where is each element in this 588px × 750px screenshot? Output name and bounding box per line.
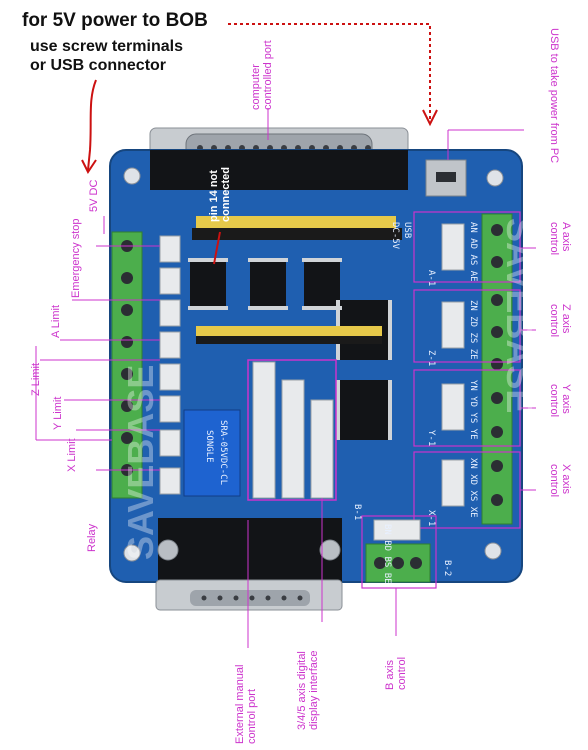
label-emergency-stop: Emergency stop: [70, 218, 82, 298]
header-line-1: for 5V power to BOB: [22, 10, 208, 31]
label-manual-port: External manual control port: [234, 664, 258, 745]
label-display-interface: 3/4/5 axis digital display interface: [296, 650, 320, 731]
watermark-right: SAVEBASE: [499, 218, 540, 414]
watermark-left: SAVEBASE: [120, 364, 161, 560]
label-z-axis: Z axis control: [548, 304, 572, 338]
silk-a1: A-1: [426, 270, 436, 287]
silk-dc5v: DC-5V: [390, 222, 400, 250]
label-pin14: pin 14 not connected: [208, 166, 232, 222]
relay-body: [183, 409, 241, 497]
label-y-axis: Y axis control: [548, 384, 572, 418]
silk-usb: USB: [402, 222, 412, 239]
label-z-limit: Z Limit: [30, 363, 42, 396]
silk-z1: Z-1: [426, 350, 436, 367]
label-a-axis: A axis control: [548, 222, 572, 256]
silk-y1: Y-1: [426, 430, 436, 447]
header-line-3: or USB connector: [30, 57, 167, 74]
header-line-2: use screw terminals: [30, 38, 183, 55]
leader-lines: [35, 108, 536, 648]
silk-a-row: AN AD AS AE: [468, 222, 478, 282]
silk-relay-model: SRA-05VDC-CL: [218, 420, 228, 486]
pin-header-top: [192, 216, 402, 240]
left-terminal-block: [111, 231, 143, 499]
silk-y-row: YN YD YS YE: [468, 380, 478, 440]
silk-relay-brand: SONGLE: [204, 430, 214, 463]
pin14-pointer: [213, 231, 221, 265]
usb-connector: [425, 159, 467, 197]
label-usb-power: USB to take power from PC: [548, 28, 560, 164]
silk-b-row: BN BD BS BE: [382, 524, 392, 584]
db15-connector: [155, 518, 343, 611]
display-highlight: [247, 359, 337, 501]
right-arrow-head: [422, 109, 438, 127]
display-connectors: [252, 361, 334, 499]
silk-b1: B-1: [352, 504, 362, 521]
pin-header-mid: [196, 326, 382, 336]
label-x-axis: X axis control: [548, 464, 572, 498]
silk-b2: B-2: [442, 560, 452, 577]
silk-z-row: ZN ZD ZS ZE: [468, 300, 478, 360]
label-a-limit: A Limit: [50, 304, 62, 338]
right-header-pins: [441, 223, 465, 507]
db25-body: [150, 150, 408, 190]
power-arrows: [81, 23, 438, 174]
right-terminal-block: [481, 213, 513, 525]
silk-x-row: XN XD XS XE: [468, 458, 478, 518]
left-header-pins: [159, 235, 181, 495]
label-x-limit: X Limit: [66, 438, 78, 472]
label-relay: Relay: [86, 523, 98, 552]
right-arrow: [228, 23, 431, 120]
label-y-limit: Y Limit: [52, 396, 64, 430]
label-5v-dc: 5V DC: [88, 179, 100, 212]
silk-x1: X-1: [426, 510, 436, 527]
mounting-holes: [123, 167, 504, 562]
left-arrow-head: [81, 159, 97, 174]
label-b-axis: B axis control: [384, 656, 408, 690]
b-axis-terminal: [361, 515, 437, 589]
label-computer-port: computer controlled port: [250, 40, 274, 110]
left-arrow: [87, 79, 97, 171]
